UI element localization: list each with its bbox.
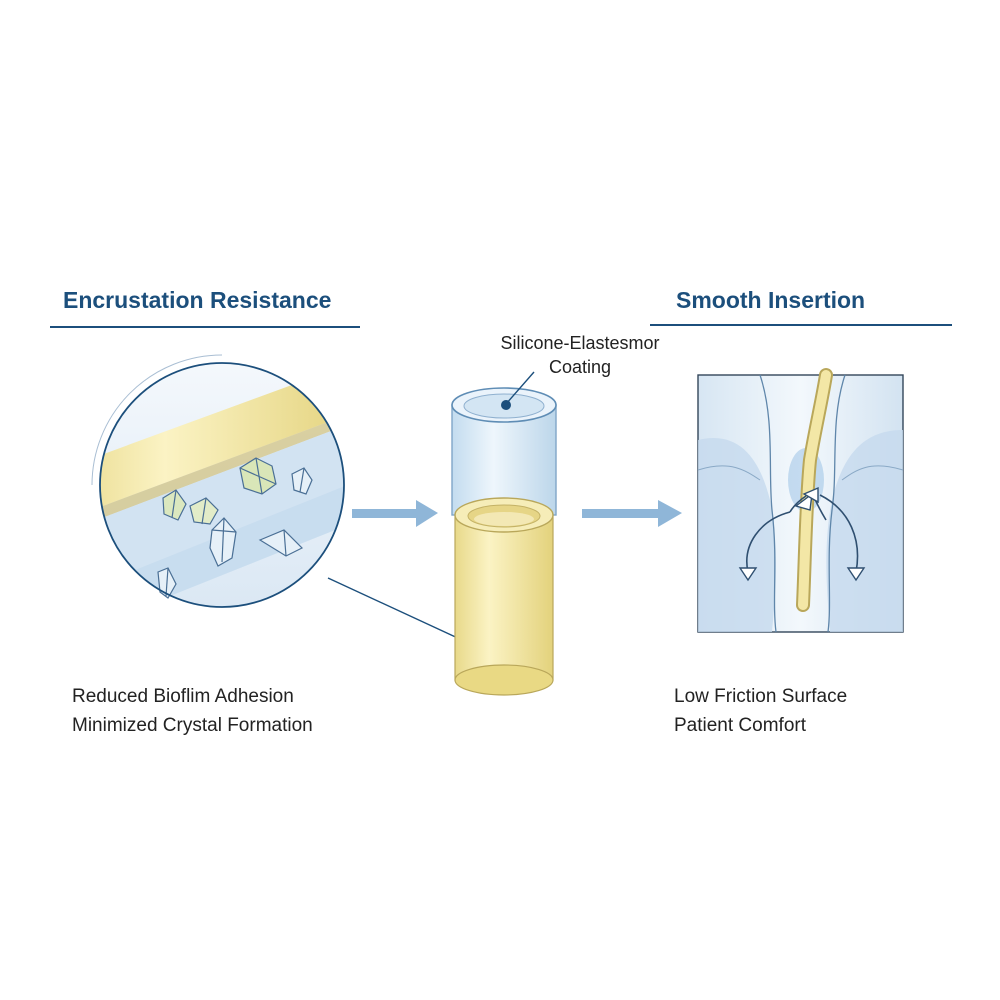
- magnifier-leader-line: [327, 577, 463, 641]
- encrustation-heading: Encrustation Resistance: [63, 287, 332, 313]
- insertion-caption-line2: Patient Comfort: [674, 715, 806, 736]
- smooth-insertion-heading-rule: [650, 324, 952, 326]
- coating-leader-line: [505, 371, 535, 405]
- coated-catheter-tube: [451, 387, 557, 696]
- leader-dot-coating: [501, 400, 511, 410]
- coating-label: Silicone-Elastesmor Coating: [470, 331, 690, 379]
- smooth-insertion-heading: Smooth Insertion: [676, 287, 866, 313]
- arrow-left-to-center: [352, 500, 438, 527]
- encrustation-heading-rule: [50, 326, 360, 328]
- crystal-deposits: [157, 457, 313, 599]
- encrustation-caption-line1: Reduced Bioflim Adhesion: [72, 686, 294, 707]
- arrow-center-to-right: [582, 500, 682, 527]
- insertion-illustration: [697, 368, 904, 633]
- insertion-caption: Low Friction Surface Patient Comfort: [674, 682, 847, 740]
- coating-label-line1: Silicone-Elastesmor: [500, 333, 660, 353]
- coating-label-line2: Coating: [548, 357, 612, 377]
- encrustation-caption: Reduced Bioflim Adhesion Minimized Cryst…: [72, 682, 313, 740]
- insertion-caption-line1: Low Friction Surface: [674, 686, 848, 707]
- magnified-surface-view: [91, 354, 345, 608]
- encrustation-caption-line2: Minimized Crystal Formation: [72, 715, 313, 736]
